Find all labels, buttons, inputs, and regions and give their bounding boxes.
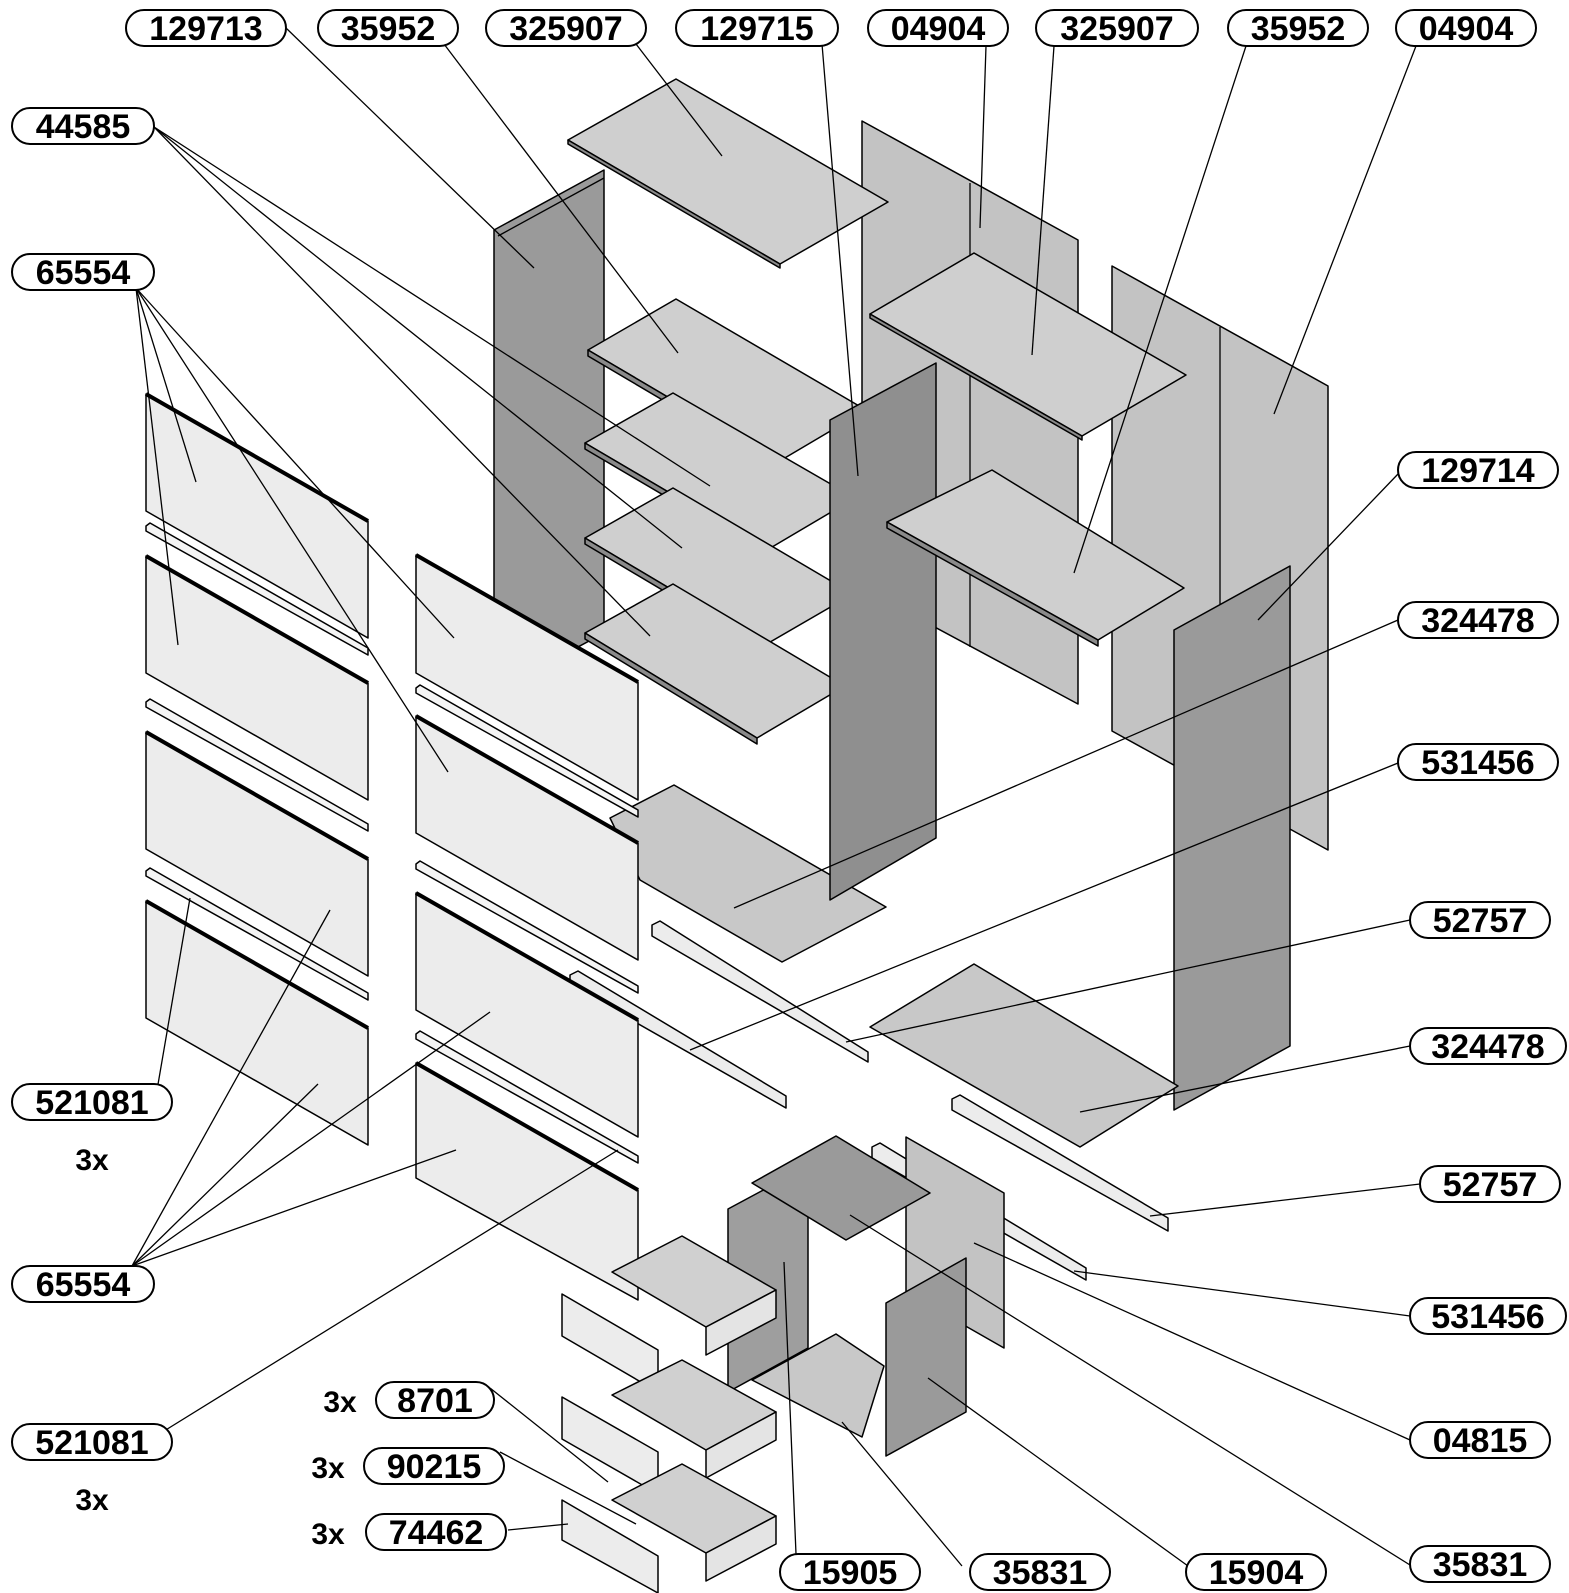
- svg-text:324478: 324478: [1421, 602, 1534, 640]
- cabinet-bottom-35831: [751, 1333, 885, 1438]
- label-531456-b: 531456: [1409, 1297, 1567, 1336]
- svg-text:15905: 15905: [803, 1554, 898, 1592]
- svg-text:129715: 129715: [700, 10, 813, 48]
- svg-text:04904: 04904: [891, 10, 986, 48]
- label-129715: 129715: [675, 9, 839, 48]
- label-521081-lower: 521081: [11, 1423, 173, 1462]
- label-35952-top-a: 35952: [317, 9, 459, 48]
- svg-text:531456: 531456: [1431, 1298, 1544, 1336]
- drawer-3: [561, 1463, 777, 1593]
- label-325907-top-b: 325907: [1035, 9, 1199, 48]
- label-129714: 129714: [1397, 451, 1559, 490]
- rail-521081-l3: [145, 867, 369, 1001]
- label-04904-top-b: 04904: [1395, 9, 1537, 48]
- cabinet-top-35831: [751, 1135, 931, 1241]
- label-04815: 04815: [1409, 1421, 1551, 1460]
- rail-521081-l2: [145, 698, 369, 832]
- svg-text:52757: 52757: [1433, 902, 1528, 940]
- bottom-panel-324478-b: [869, 963, 1179, 1148]
- svg-text:531456: 531456: [1421, 744, 1534, 782]
- svg-text:04815: 04815: [1433, 1422, 1528, 1460]
- cabinet-side-15904: [885, 1257, 967, 1457]
- svg-text:325907: 325907: [509, 10, 622, 48]
- label-65554-lower: 65554: [11, 1265, 155, 1304]
- svg-text:90215: 90215: [387, 1448, 482, 1486]
- svg-text:129714: 129714: [1421, 452, 1535, 490]
- rail-521081-l1: [145, 522, 369, 656]
- label-325907-top-a: 325907: [485, 9, 647, 48]
- label-324478-a: 324478: [1397, 601, 1559, 640]
- side-panel-129714: [1173, 565, 1291, 1111]
- svg-text:35952: 35952: [1251, 10, 1346, 48]
- rail-52757-a: [651, 920, 869, 1063]
- svg-text:35952: 35952: [341, 10, 436, 48]
- svg-text:8701: 8701: [397, 1382, 473, 1420]
- side-panel-129715: [829, 362, 937, 901]
- drawer-1: [561, 1235, 777, 1393]
- label-15904: 15904: [1185, 1553, 1327, 1592]
- label-324478-b: 324478: [1409, 1027, 1567, 1066]
- label-74462: 74462: [365, 1513, 507, 1552]
- label-35831-right: 35831: [1409, 1545, 1551, 1584]
- label-04904-top-a: 04904: [867, 9, 1009, 48]
- svg-text:521081: 521081: [35, 1084, 148, 1122]
- label-52757-a: 52757: [1409, 901, 1551, 940]
- svg-text:15904: 15904: [1209, 1554, 1304, 1592]
- label-8701: 8701: [375, 1381, 495, 1420]
- svg-text:325907: 325907: [1060, 10, 1173, 48]
- drawer-2: [561, 1359, 777, 1495]
- rail-52757-b: [951, 1094, 1169, 1232]
- quantity-521081-upper: 3x: [75, 1144, 109, 1177]
- svg-text:129713: 129713: [149, 10, 262, 48]
- leader-lines: [131, 27, 1421, 1567]
- label-52757-b: 52757: [1419, 1165, 1561, 1204]
- svg-text:521081: 521081: [35, 1424, 148, 1462]
- svg-text:52757: 52757: [1443, 1166, 1538, 1204]
- svg-text:44585: 44585: [36, 108, 131, 146]
- label-44585: 44585: [11, 107, 155, 146]
- quantity-8701: 3x: [323, 1386, 357, 1419]
- label-35831-bottom: 35831: [969, 1553, 1111, 1592]
- svg-text:04904: 04904: [1419, 10, 1514, 48]
- label-521081-upper: 521081: [11, 1083, 173, 1122]
- label-531456-a: 531456: [1397, 743, 1559, 782]
- rail-521081-m3: [415, 1030, 639, 1164]
- rail-521081-m1: [415, 684, 639, 818]
- label-90215: 90215: [363, 1447, 505, 1486]
- quantity-90215: 3x: [311, 1452, 345, 1485]
- svg-text:324478: 324478: [1431, 1028, 1544, 1066]
- svg-text:65554: 65554: [36, 1266, 131, 1304]
- label-15905: 15905: [779, 1553, 921, 1592]
- svg-text:74462: 74462: [389, 1514, 484, 1552]
- svg-text:35831: 35831: [1433, 1546, 1528, 1584]
- quantity-74462: 3x: [311, 1518, 345, 1551]
- label-129713: 129713: [125, 9, 287, 48]
- svg-text:65554: 65554: [36, 254, 131, 292]
- quantity-521081-lower: 3x: [75, 1484, 109, 1517]
- part-labels: 129713 35952 325907 129715 04904 325907 …: [11, 9, 1567, 1592]
- label-65554-upper: 65554: [11, 253, 155, 292]
- svg-text:35831: 35831: [993, 1554, 1088, 1592]
- panels-layer: [145, 78, 1329, 1593]
- label-35952-top-b: 35952: [1227, 9, 1369, 48]
- rail-521081-m2: [415, 860, 639, 994]
